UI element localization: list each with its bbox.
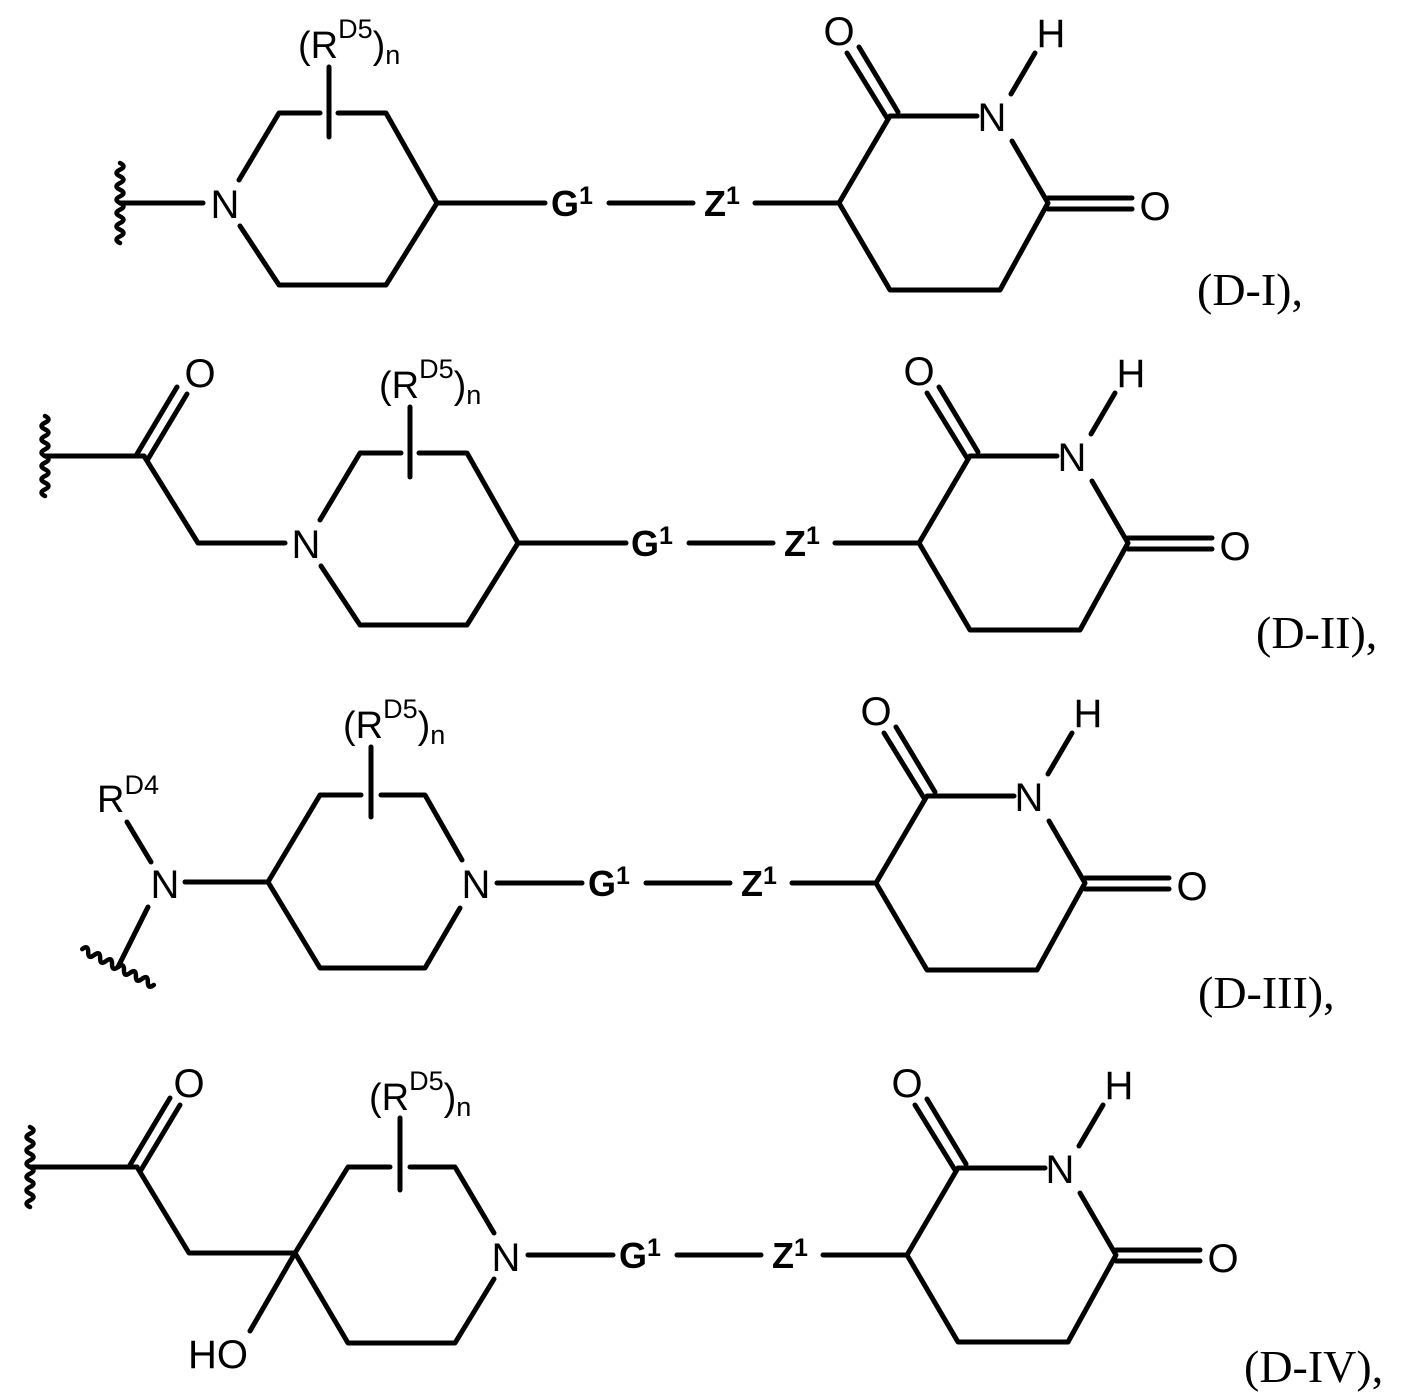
g1-label: G1 (588, 862, 630, 904)
bond (144, 456, 285, 543)
piperidine-ring (268, 795, 460, 968)
nh-bond (1048, 733, 1072, 774)
z1-label: Z1 (784, 522, 820, 564)
linker-glutarimide: G1 Z1 N H O O (631, 350, 1251, 630)
carbonyl-oxygen: O (1219, 525, 1250, 569)
piperidine-nitrogen: N (292, 523, 321, 567)
hydrogen: H (1105, 1064, 1134, 1108)
piperidine-nitrogen: N (492, 1236, 521, 1280)
carbonyl-oxygen: O (1139, 185, 1170, 229)
carbonyl-oxygen: O (1176, 865, 1207, 909)
bond (118, 907, 148, 967)
z1-label: Z1 (772, 1234, 808, 1276)
carbonyl-oxygen: O (823, 10, 854, 54)
structure-d-iv: O (RD5)n HO N G1 Z1 N H O O (D-IV), (27, 1062, 1384, 1392)
glutarimide-ring (907, 1168, 1116, 1342)
glutarimide-ring (839, 116, 1048, 290)
rd5-substituent-label: (RD5)n (369, 1066, 471, 1122)
amine-nitrogen: N (151, 863, 180, 907)
piperidine-nitrogen: N (462, 863, 491, 907)
structure-label: (D-III), (1198, 967, 1335, 1018)
carbonyl-oxygen: O (903, 350, 934, 394)
piperidine-ring (381, 795, 462, 860)
carbonyl-oxygen: O (1207, 1237, 1238, 1281)
nh-bond (1079, 1105, 1103, 1146)
linker-glutarimide: G1 Z1 N H O O (588, 690, 1208, 970)
linker-glutarimide: G1 Z1 N H O O (551, 10, 1171, 290)
z1-label: Z1 (704, 182, 740, 224)
nh-bond (1011, 53, 1035, 94)
structure-label: (D-I), (1197, 264, 1303, 315)
piperidine-ring (410, 1167, 494, 1233)
piperidine-ring (240, 113, 437, 285)
hydrogen: H (1037, 12, 1066, 56)
g1-label: G1 (631, 522, 673, 564)
piperidine-nitrogen: N (211, 183, 240, 227)
piperidine-ring (295, 1167, 494, 1343)
bond (127, 822, 151, 862)
g1-label: G1 (551, 182, 593, 224)
linker-glutarimide: G1 Z1 N H O O (619, 1062, 1239, 1342)
imide-nitrogen: N (978, 96, 1007, 140)
piperidine-ring (320, 453, 401, 520)
hydrogen: H (1117, 352, 1146, 396)
structure-d-iii: RD4 N (RD5)n N G1 Z1 N H O O (D-III), (81, 690, 1335, 1018)
structure-label: (D-II), (1256, 607, 1377, 658)
rd5-substituent-label: (RD5)n (298, 14, 400, 70)
hydroxyl-label: HO (188, 1333, 248, 1377)
imide-nitrogen: N (1015, 776, 1044, 820)
attachment-wavy-bond (81, 946, 156, 988)
glutarimide-ring (919, 456, 1128, 630)
imide-nitrogen: N (1046, 1148, 1075, 1192)
structure-label: (D-IV), (1244, 1341, 1383, 1392)
carbonyl-oxygen: O (173, 1062, 204, 1106)
rd5-substituent-label: (RD5)n (343, 694, 445, 750)
z1-label: Z1 (741, 862, 777, 904)
piperidine-ring (239, 113, 320, 180)
rd5-substituent-label: (RD5)n (379, 354, 481, 410)
hydroxyl-bond (250, 1253, 295, 1331)
piperidine-ring (321, 453, 518, 625)
carbonyl-oxygen: O (891, 1062, 922, 1106)
carbonyl-oxygen: O (860, 690, 891, 734)
imide-nitrogen: N (1058, 436, 1087, 480)
bond (137, 1167, 295, 1253)
g1-label: G1 (619, 1234, 661, 1276)
structure-d-i: N (RD5)n G1 Z1 N H O O (D-I), (117, 10, 1304, 315)
nh-bond (1091, 393, 1115, 434)
carbonyl-oxygen: O (184, 352, 215, 396)
structure-d-ii: O N (RD5)n G1 Z1 N H O O (D-II), (42, 350, 1378, 658)
rd4-substituent-label: RD4 (97, 770, 159, 821)
hydrogen: H (1074, 692, 1103, 736)
glutarimide-ring (876, 796, 1085, 970)
